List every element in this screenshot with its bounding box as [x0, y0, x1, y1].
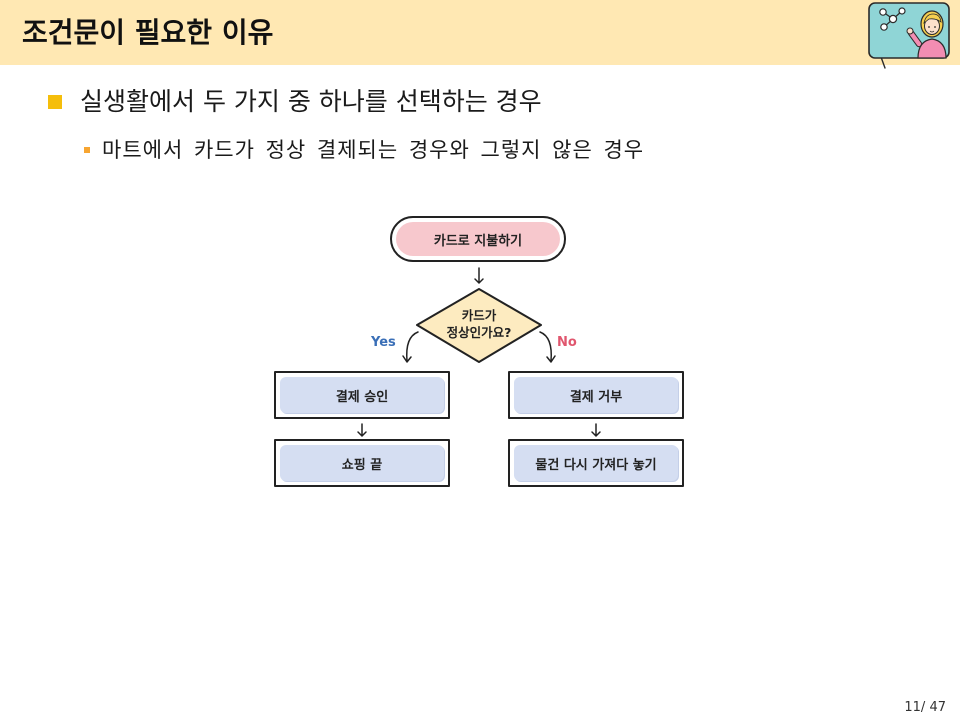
payment-rejected-label: 결제 거부	[514, 377, 678, 413]
decision-node-label: 카드가 정상인가요?	[419, 307, 539, 341]
sub-bullet-text: 마트에서 카드가 정상 결제되는 경우와 그렇지 않은 경우	[102, 138, 645, 162]
arrow-no-branch	[539, 331, 556, 363]
arrow-yes-branch	[402, 331, 419, 363]
bullet-square-icon	[48, 95, 62, 109]
slide-title: 조건문이 필요한 이유	[22, 16, 274, 49]
arrow-approve-to-done	[357, 423, 367, 437]
no-label: No	[557, 335, 577, 350]
start-node: 카드로 지불하기	[390, 216, 566, 262]
page-number: 11/ 47	[904, 700, 946, 715]
payment-rejected-node: 결제 거부	[508, 371, 684, 419]
sub-bullet-square-icon	[84, 147, 90, 153]
flowchart: 카드로 지불하기 카드가 정상인가요? Yes No 결제 승인 쇼핑 끝 결제…	[260, 205, 700, 495]
return-items-label: 물건 다시 가져다 놓기	[514, 445, 678, 481]
decision-line-1: 카드가	[461, 308, 497, 323]
arrow-start-to-decision	[474, 267, 484, 284]
return-items-node: 물건 다시 가져다 놓기	[508, 439, 684, 487]
shopping-done-node: 쇼핑 끝	[274, 439, 450, 487]
start-node-label: 카드로 지불하기	[396, 222, 560, 256]
teacher-presenting-board-icon	[868, 2, 950, 69]
decision-line-2: 정상인가요?	[446, 325, 512, 340]
yes-label: Yes	[371, 335, 396, 350]
payment-approved-label: 결제 승인	[280, 377, 444, 413]
slide-header: 조건문이 필요한 이유	[0, 0, 960, 69]
presenter-illustration	[866, 0, 952, 70]
decision-diamond	[416, 288, 542, 363]
bullet-text: 실생활에서 두 가지 중 하나를 선택하는 경우	[80, 87, 542, 116]
shopping-done-label: 쇼핑 끝	[280, 445, 444, 481]
payment-approved-node: 결제 승인	[274, 371, 450, 419]
flowchart-connectors	[357, 267, 601, 437]
arrow-reject-to-return	[591, 423, 601, 437]
